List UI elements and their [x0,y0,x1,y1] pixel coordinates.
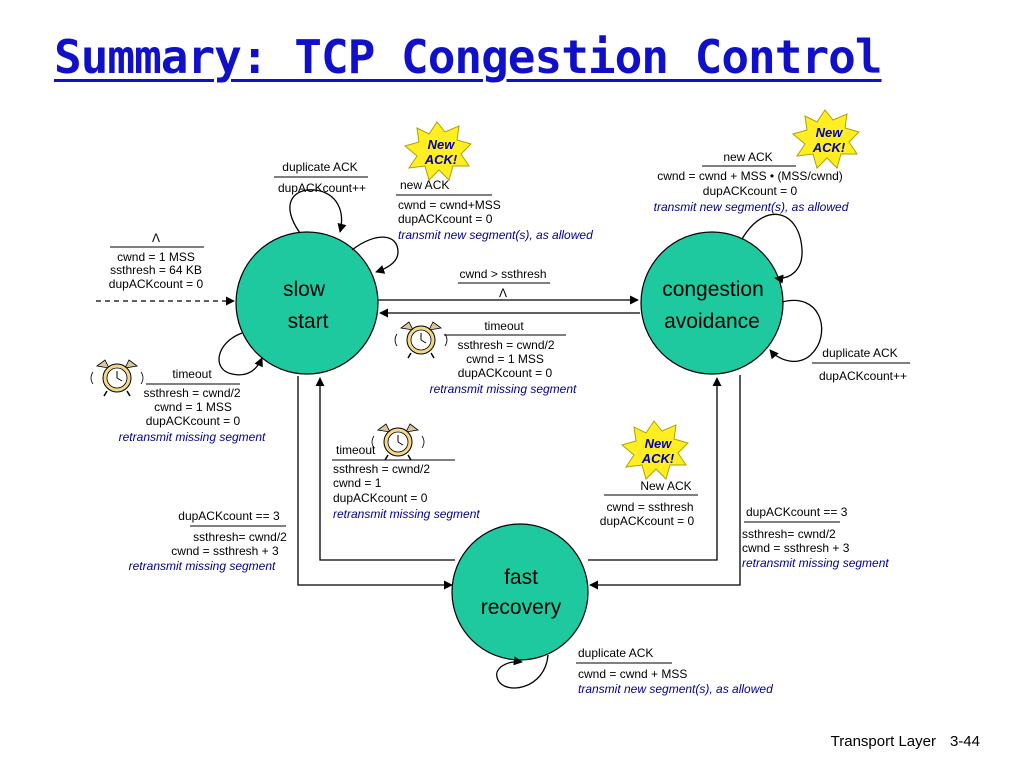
fr-timeout-action-3: dupACKcount = 0 [333,491,428,505]
fr-timeout-action-2: cwnd = 1 [333,476,382,490]
ss-dup-ack-action: dupACKcount++ [278,181,366,195]
congestion-avoidance-label-2: avoidance [664,310,760,333]
ss-new-ack-note: transmit new segment(s), as allowed [398,228,593,242]
ss-dup-ack-loop [289,189,347,234]
congestion-avoidance-label-1: congestion [662,278,764,301]
ca-to-fr-arrow [589,375,741,590]
fr-timeout-action-1: ssthresh = cwnd/2 [333,462,430,476]
ss-timeout-action-3: dupACKcount = 0 [146,414,241,428]
ss-timeout-action-1: ssthresh = cwnd/2 [143,386,240,400]
fr-new-ack-action-1: cwnd = ssthresh [606,500,693,514]
alarm-clock-icon [90,359,144,397]
ca-to-fr-note: retransmit missing segment [742,556,889,570]
burst-1-line-1: New [428,137,456,152]
ss-new-ack-loop [351,236,399,274]
slow-start-label-2: start [288,310,329,333]
ca-new-ack-note: transmit new segment(s), as allowed [654,200,849,214]
fr-dup-ack-loop [496,654,549,689]
new-ack-burst-1: New ACK! [404,121,472,181]
ca-timeout-action-3: dupACKcount = 0 [458,366,553,380]
ca-new-ack-action-2: dupACKcount = 0 [703,184,798,198]
ss-dup-ack-event: duplicate ACK [282,160,357,174]
ca-new-ack-action-1: cwnd = cwnd + MSS • (MSS/cwnd) [657,169,843,183]
ss-timeout-action-2: cwnd = 1 MSS [154,400,232,414]
burst-2-line-1: New [816,125,844,140]
fast-recovery-label-2: recovery [481,596,562,619]
new-ack-burst-2: New ACK! [792,109,860,169]
burst-3-line-1: New [645,436,673,451]
initial-event: Λ [152,231,160,245]
fast-recovery-label-1: fast [504,566,538,589]
ca-dup-ack-event: duplicate ACK [822,346,897,360]
ss-to-fr-arrow [297,376,453,590]
footer-page-number: 3-44 [949,733,980,750]
ca-to-fr-action-2: cwnd = ssthresh + 3 [742,541,850,555]
alarm-clock-icon [394,321,448,359]
ss-to-fr-event: dupACKcount == 3 [178,509,280,523]
ss-to-ca-action: Λ [499,286,507,300]
ss-timeout-event: timeout [172,367,212,381]
ss-timeout-note: retransmit missing segment [119,430,266,444]
fr-new-ack-action-2: dupACKcount = 0 [600,514,695,528]
slide-title: Summary: TCP Congestion Control [54,30,883,84]
ss-to-fr-note: retransmit missing segment [129,559,276,573]
fr-to-ss-arrow [315,377,455,561]
ca-dup-ack-loop [769,299,823,362]
ca-timeout-event: timeout [484,319,524,333]
ca-new-ack-loop [741,213,803,284]
ca-to-fr-action-1: ssthresh= cwnd/2 [742,527,836,541]
burst-2-line-2: ACK! [812,140,846,155]
slide-footer: Transport Layer 3-44 [817,733,980,750]
ca-new-ack-event: new ACK [723,150,772,164]
fr-new-ack-event: New ACK [640,479,691,493]
initial-action-3: dupACKcount = 0 [109,277,204,291]
slow-start-state [235,231,379,375]
ca-dup-ack-action: dupACKcount++ [819,369,907,383]
fr-timeout-note: retransmit missing segment [333,507,480,521]
footer-section: Transport Layer [830,733,936,750]
ss-new-ack-action-2: dupACKcount = 0 [398,212,493,226]
congestion-avoidance-state [640,231,784,375]
ss-to-fr-action-2: cwnd = ssthresh + 3 [171,544,279,558]
new-ack-burst-3: New ACK! [621,420,689,480]
fr-to-ca-arrow [588,377,722,561]
fr-timeout-event: timeout [336,443,376,457]
slow-start-label-1: slow [283,278,326,301]
alarm-clock-icon [371,423,425,461]
ca-timeout-action-1: ssthresh = cwnd/2 [457,338,554,352]
ca-to-fr-event: dupACKcount == 3 [746,505,848,519]
fast-recovery-state [451,523,589,661]
initial-action-1: cwnd = 1 MSS [117,250,195,264]
ss-to-fr-action-1: ssthresh= cwnd/2 [193,530,287,544]
ss-new-ack-event: new ACK [400,178,449,192]
fr-dup-ack-note: transmit new segment(s), as allowed [578,682,773,696]
initial-action-2: ssthresh = 64 KB [110,263,202,277]
fr-dup-ack-event: duplicate ACK [578,646,653,660]
ca-timeout-action-2: cwnd = 1 MSS [466,352,544,366]
ss-timeout-loop [218,332,263,376]
ca-timeout-note: retransmit missing segment [430,382,577,396]
ss-to-ca-event: cwnd > ssthresh [459,267,546,281]
ss-new-ack-action-1: cwnd = cwnd+MSS [398,198,501,212]
burst-1-line-2: ACK! [424,152,458,167]
burst-3-line-2: ACK! [641,451,675,466]
fr-dup-ack-action: cwnd = cwnd + MSS [578,667,687,681]
